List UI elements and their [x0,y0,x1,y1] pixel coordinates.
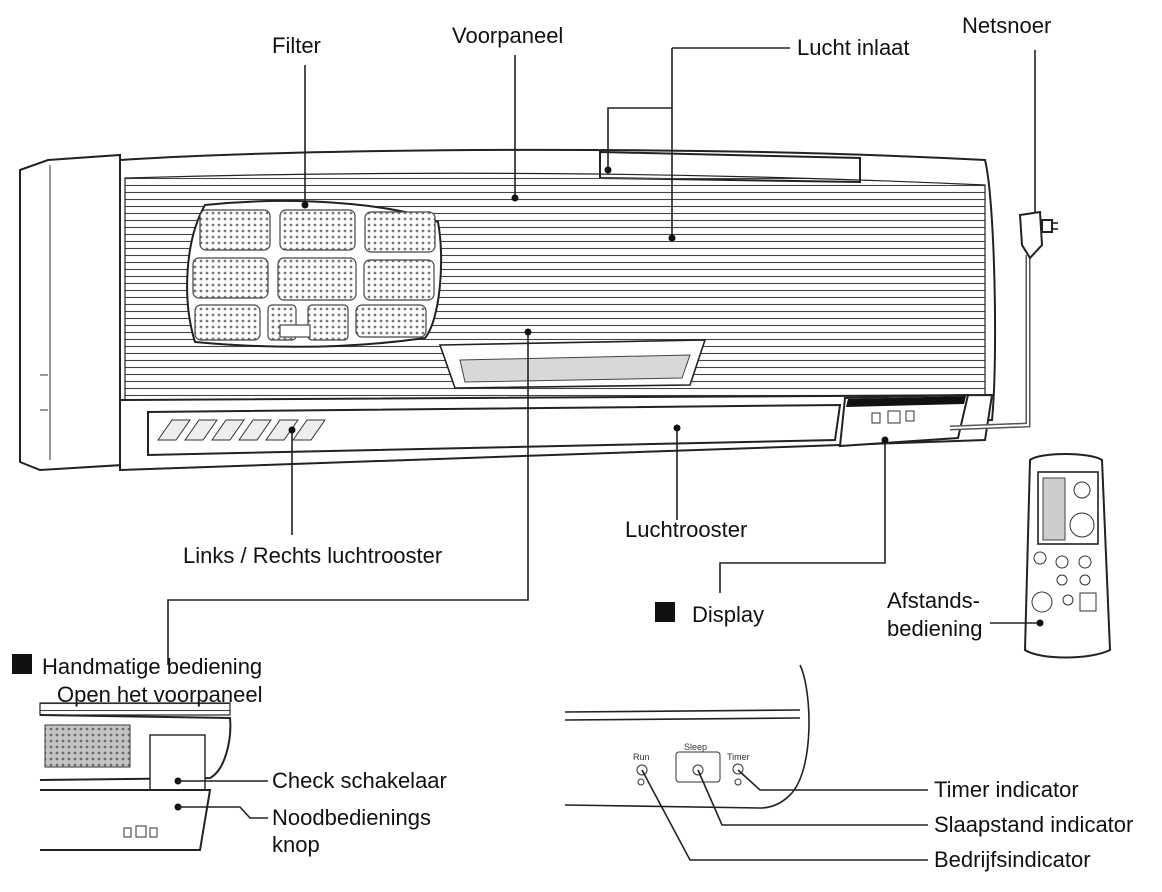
label-filter: Filter [272,33,321,58]
label-display: Display [692,602,764,627]
display-bullet [655,602,675,622]
label-voorpaneel: Voorpaneel [452,23,563,48]
manual-operation-inset [39,702,268,851]
label-luchtrooster: Luchtrooster [625,517,747,542]
label-lucht-inlaat: Lucht inlaat [797,35,910,60]
filter-panel [186,200,443,348]
remote-control [1023,453,1112,659]
panel-sleep-label: Sleep [684,742,707,752]
label-handmatige-1: Handmatige bediening [42,654,262,679]
labels: Filter Voorpaneel Lucht inlaat Netsnoer … [12,13,1133,872]
label-slaapstand-indicator: Slaapstand indicator [934,812,1133,837]
label-noodbediening-1: Noodbedienings [272,805,431,830]
label-handmatige-2: Open het voorpaneel [57,682,263,707]
label-afstands-2: bediening [887,616,982,641]
label-afstands-1: Afstands- [887,588,980,613]
panel-timer-label: Timer [727,752,750,762]
label-check-schakelaar: Check schakelaar [272,768,447,793]
label-bedrijfsindicator: Bedrijfsindicator [934,847,1091,872]
indoor-unit [19,148,997,472]
label-timer-indicator: Timer indicator [934,777,1079,802]
label-netsnoer: Netsnoer [962,13,1051,38]
display-panel-inset [564,664,928,861]
leader-lines [167,47,1044,665]
power-cord [949,210,1058,431]
panel-run-label: Run [633,752,650,762]
label-links-rechts: Links / Rechts luchtrooster [183,543,442,568]
label-noodbediening-2: knop [272,832,320,857]
handmatige-bullet [12,654,32,674]
